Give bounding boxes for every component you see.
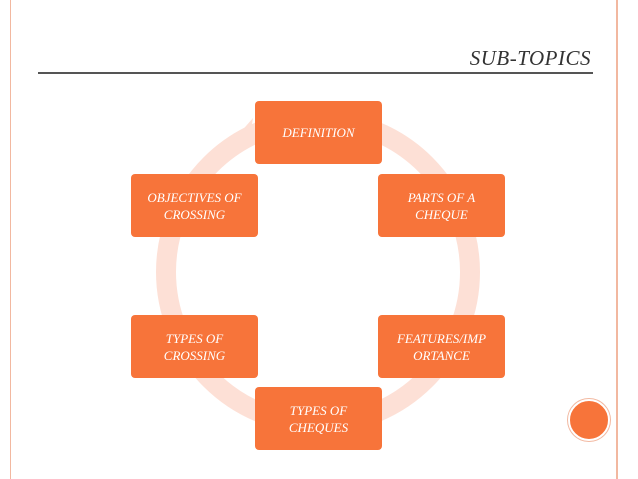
- node-parts-of-a-cheque: PARTS OF A CHEQUE: [378, 174, 505, 237]
- node-types-of-crossing: TYPES OF CROSSING: [131, 315, 258, 378]
- node-features-importance: FEATURES/IMP ORTANCE: [378, 315, 505, 378]
- corner-circle-decoration: [568, 399, 610, 441]
- node-objectives-of-crossing: OBJECTIVES OF CROSSING: [131, 174, 258, 237]
- left-border: [0, 0, 11, 479]
- cycle-ring: [156, 110, 480, 434]
- cycle-arrow-icon: [232, 118, 253, 148]
- title-underline: [38, 72, 593, 74]
- node-definition: DEFINITION: [255, 101, 382, 164]
- node-types-of-cheques: TYPES OF CHEQUES: [255, 387, 382, 450]
- right-border: [616, 0, 618, 479]
- slide-title: SUB-TOPICS: [469, 46, 591, 70]
